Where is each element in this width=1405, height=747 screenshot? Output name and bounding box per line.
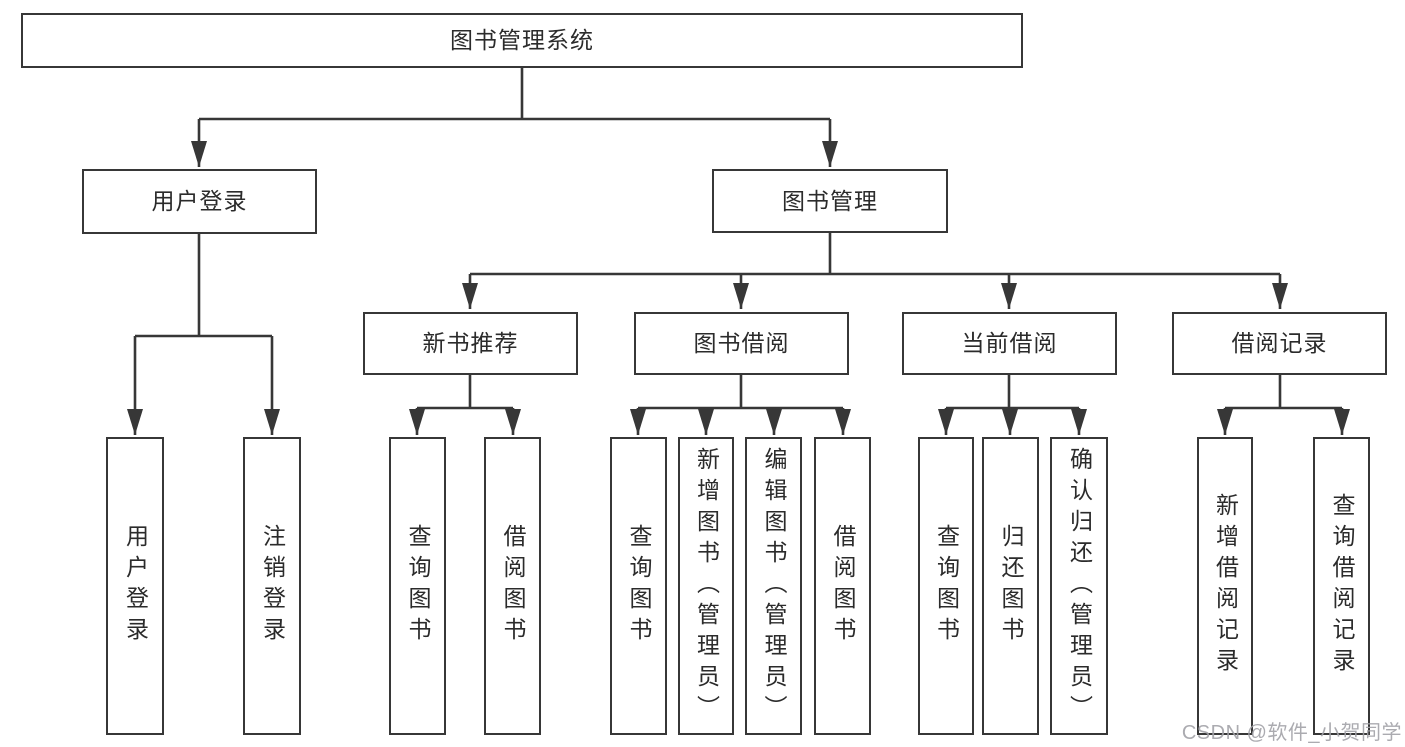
edge-new-book-trunk (417, 375, 513, 410)
edge-root-trunk (199, 68, 830, 121)
leaf-bb-edit-book-admin: 编辑图书（管理员） (745, 437, 802, 735)
leaf-cb-return-book: 归还图书 (982, 437, 1039, 735)
node-library-system: 图书管理系统 (21, 13, 1023, 68)
leaf-bb-add-book-admin: 新增图书（管理员） (678, 437, 734, 735)
node-current-borrow: 当前借阅 (902, 312, 1117, 375)
leaf-nb-borrow-book: 借阅图书 (484, 437, 541, 735)
edge-book-management-trunk (470, 233, 1280, 276)
leaf-cb-confirm-return-admin: 确认归还（管理员） (1050, 437, 1108, 735)
edge-user-login-trunk (135, 234, 272, 338)
node-user-login: 用户登录 (82, 169, 317, 234)
leaf-logout: 注销登录 (243, 437, 301, 735)
edge-current-borrow-trunk (946, 375, 1079, 410)
node-borrow-records: 借阅记录 (1172, 312, 1387, 375)
leaf-br-add-record: 新增借阅记录 (1197, 437, 1253, 735)
node-new-book-recommend: 新书推荐 (363, 312, 578, 375)
csdn-watermark: CSDN @软件_小贺同学 (1181, 722, 1402, 744)
leaf-br-query-record: 查询借阅记录 (1313, 437, 1370, 735)
edge-book-borrow-trunk (638, 375, 843, 410)
node-book-management: 图书管理 (712, 169, 948, 233)
leaf-bb-borrow-book: 借阅图书 (814, 437, 871, 735)
node-book-borrow: 图书借阅 (634, 312, 849, 375)
leaf-nb-query-book: 查询图书 (389, 437, 446, 735)
edge-borrow-records-trunk (1225, 375, 1342, 410)
leaf-cb-query-book: 查询图书 (918, 437, 974, 735)
leaf-user-login: 用户登录 (106, 437, 164, 735)
leaf-bb-query-book: 查询图书 (610, 437, 667, 735)
